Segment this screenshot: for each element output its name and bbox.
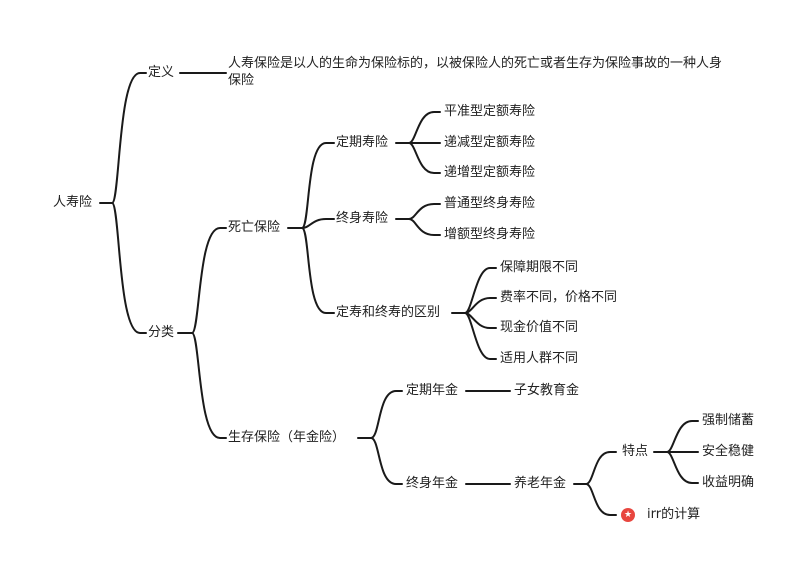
link-survival-term <box>357 390 403 439</box>
node-diff-child[interactable]: 适用人群不同 <box>500 351 579 366</box>
node-term-child[interactable]: 递减型定额寿险 <box>444 135 536 150</box>
link-whole-1 <box>395 203 441 220</box>
node-classification[interactable]: 分类 <box>148 325 175 340</box>
link-root-classification <box>111 202 147 334</box>
node-death-insurance[interactable]: 死亡保险 <box>228 220 281 235</box>
node-definition-text[interactable]: 人寿保险是以人的生命为保险标的，以被保险人的死亡或者生存为保险事故的一种人身保险 <box>228 56 723 88</box>
node-term-child[interactable]: 递增型定额寿险 <box>444 165 536 180</box>
node-term-life[interactable]: 定期寿险 <box>336 135 389 150</box>
node-irr-label: irr的计算 <box>647 507 701 522</box>
node-irr[interactable]: ★ irr的计算 <box>621 506 700 523</box>
node-education-fund[interactable]: 子女教育金 <box>514 383 580 398</box>
node-survival-insurance[interactable]: 生存保险（年金险） <box>228 430 346 445</box>
node-diff-child[interactable]: 现金价值不同 <box>500 320 579 335</box>
link-class-survival <box>191 332 227 439</box>
link-pension-irr <box>585 483 617 516</box>
star-icon: ★ <box>621 507 635 522</box>
node-whole-child[interactable]: 增额型终身寿险 <box>444 227 536 242</box>
node-definition[interactable]: 定义 <box>148 65 175 80</box>
link-whole-2 <box>408 218 441 236</box>
node-feature-child[interactable]: 收益明确 <box>702 475 755 490</box>
node-features[interactable]: 特点 <box>622 444 649 459</box>
link-feature-3 <box>666 451 699 484</box>
node-term-annuity[interactable]: 定期年金 <box>406 383 459 398</box>
node-difference[interactable]: 定寿和终寿的区别 <box>336 305 441 320</box>
node-whole-life[interactable]: 终身寿险 <box>336 211 389 226</box>
link-feature-1 <box>653 420 699 453</box>
link-pension-features <box>573 451 617 485</box>
link-survival-life <box>370 437 403 485</box>
node-diff-child[interactable]: 保障期限不同 <box>500 260 579 275</box>
link-diff-4 <box>464 312 497 360</box>
node-feature-child[interactable]: 强制储蓄 <box>702 413 755 428</box>
link-death-term <box>287 142 335 229</box>
node-feature-child[interactable]: 安全稳健 <box>702 444 755 459</box>
node-term-child[interactable]: 平准型定额寿险 <box>444 104 536 119</box>
node-diff-child[interactable]: 费率不同，价格不同 <box>500 290 618 305</box>
node-pension-annuity[interactable]: 养老年金 <box>514 476 567 491</box>
link-term-3 <box>408 142 441 174</box>
node-root[interactable]: 人寿险 <box>53 195 93 210</box>
link-death-whole <box>301 218 335 229</box>
link-class-death <box>177 227 227 334</box>
link-root-definition <box>99 72 147 204</box>
link-term-1 <box>395 111 441 144</box>
node-life-annuity[interactable]: 终身年金 <box>406 476 459 491</box>
link-diff-2 <box>464 297 497 314</box>
link-death-diff <box>301 227 335 314</box>
node-whole-child[interactable]: 普通型终身寿险 <box>444 196 536 211</box>
